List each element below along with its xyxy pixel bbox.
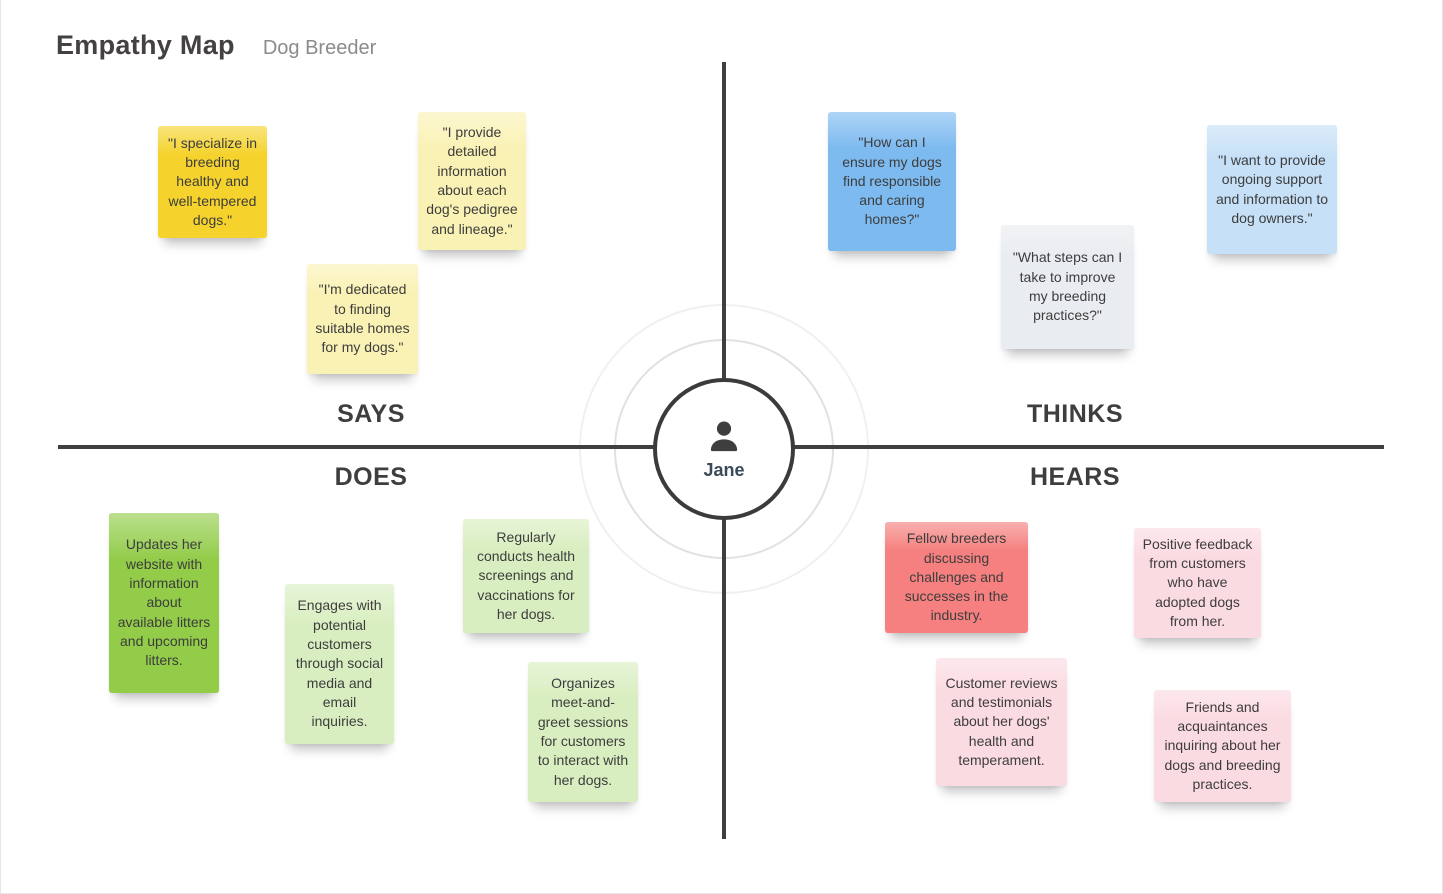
sticky-note-text: Customer reviews and testimonials about … — [945, 674, 1058, 768]
sticky-note-text: "I specialize in breeding healthy and we… — [167, 134, 257, 228]
sticky-note-text: "I provide detailed information about ea… — [426, 124, 518, 237]
persona-subtitle: Dog Breeder — [262, 37, 377, 59]
page-title: Empathy Map — [56, 30, 235, 60]
sticky-note-hears-3[interactable]: Customer reviews and testimonials about … — [936, 658, 1067, 786]
sticky-note-text: Regularly conducts health screenings and… — [476, 528, 576, 622]
sticky-note-does-3[interactable]: Regularly conducts health screenings and… — [463, 519, 589, 633]
sticky-note-text: Fellow breeders discussing challenges an… — [904, 530, 1009, 624]
sticky-note-thinks-3[interactable]: "I want to provide ongoing support and i… — [1207, 125, 1337, 254]
sticky-note-thinks-1[interactable]: "How can I ensure my dogs find responsib… — [828, 112, 956, 251]
persona-name: Jane — [703, 460, 745, 480]
sticky-note-hears-1[interactable]: Fellow breeders discussing challenges an… — [885, 522, 1028, 633]
sticky-note-says-2[interactable]: "I provide detailed information about ea… — [418, 112, 526, 250]
sticky-note-hears-4[interactable]: Friends and acquaintances inquiring abou… — [1154, 690, 1291, 802]
sticky-note-text: Updates her website with information abo… — [117, 536, 211, 669]
sticky-note-does-4[interactable]: Organizes meet-and-greet sessions for cu… — [528, 662, 638, 802]
sticky-note-text: "What steps can I take to improve my bre… — [1012, 249, 1123, 324]
persona-circle[interactable]: Jane — [653, 378, 795, 520]
sticky-note-does-2[interactable]: Engages with potential customers through… — [285, 584, 394, 744]
quadrant-label-says: SAYS — [337, 400, 405, 428]
quadrant-label-does: DOES — [334, 463, 408, 491]
sticky-note-says-3[interactable]: "I'm dedicated to finding suitable homes… — [307, 264, 418, 374]
sticky-note-text: Engages with potential customers through… — [295, 597, 384, 730]
sticky-note-text: Positive feedback from customers who hav… — [1142, 535, 1253, 629]
sticky-note-text: "I want to provide ongoing support and i… — [1215, 151, 1329, 226]
sticky-note-text: Organizes meet-and-greet sessions for cu… — [537, 675, 629, 788]
sticky-note-text: "I'm dedicated to finding suitable homes… — [315, 281, 410, 356]
sticky-note-hears-2[interactable]: Positive feedback from customers who hav… — [1134, 528, 1261, 638]
sticky-note-does-1[interactable]: Updates her website with information abo… — [109, 513, 219, 693]
sticky-note-text: "How can I ensure my dogs find responsib… — [842, 134, 942, 228]
header: Empathy Map Dog Breeder — [56, 30, 376, 61]
sticky-note-says-1[interactable]: "I specialize in breeding healthy and we… — [158, 126, 267, 238]
quadrant-label-hears: HEARS — [1029, 463, 1120, 491]
person-icon — [702, 417, 746, 457]
sticky-note-thinks-2[interactable]: "What steps can I take to improve my bre… — [1001, 225, 1134, 349]
sticky-note-text: Friends and acquaintances inquiring abou… — [1164, 698, 1281, 792]
quadrant-label-thinks: THINKS — [1026, 400, 1124, 428]
